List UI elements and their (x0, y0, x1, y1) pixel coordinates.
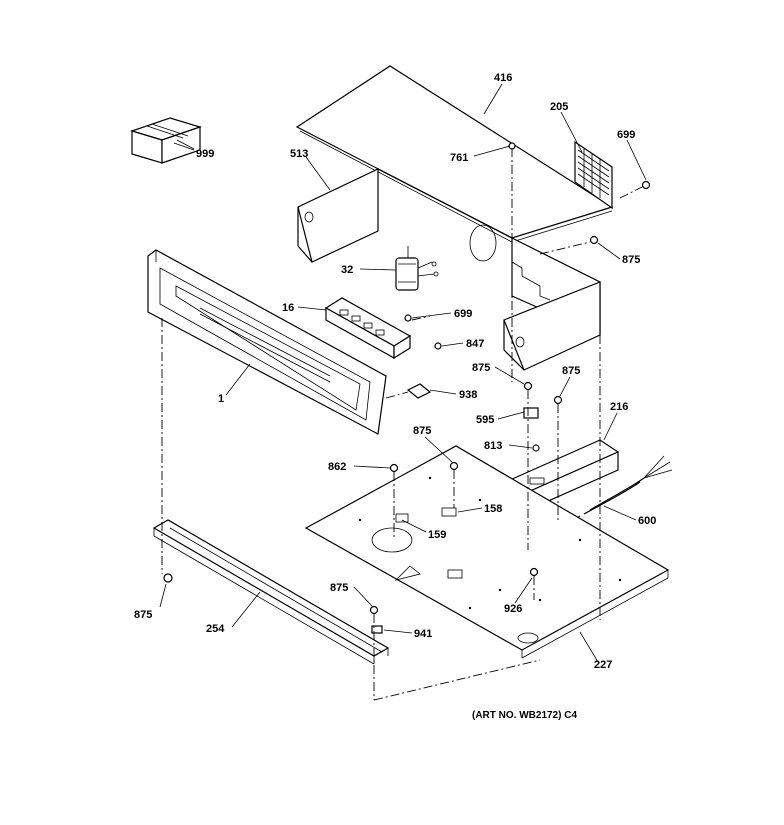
label-938: 938 (459, 389, 477, 401)
label-600: 600 (638, 515, 656, 527)
part-16-control-board (324, 297, 412, 360)
part-1-control-panel (147, 249, 387, 435)
part-labels: 416 205 699 999 513 761 875 32 16 699 84… (134, 72, 656, 721)
label-761: 761 (450, 152, 468, 164)
label-875-left: 875 (134, 609, 152, 621)
label-32: 32 (341, 264, 353, 276)
label-216: 216 (610, 401, 628, 413)
label-205: 205 (550, 101, 568, 113)
label-926: 926 (504, 603, 522, 615)
hardware-screws (163, 142, 651, 634)
label-159: 159 (428, 529, 446, 541)
part-205-vent-grille (574, 140, 613, 210)
part-254-trim-channel (152, 519, 390, 665)
part-513-housing (297, 168, 601, 371)
label-847: 847 (466, 338, 484, 350)
part-32-motor (395, 246, 439, 291)
label-941: 941 (414, 628, 432, 640)
label-595: 595 (476, 414, 494, 426)
label-254: 254 (206, 623, 225, 635)
label-227: 227 (594, 659, 612, 671)
part-938-clip (406, 383, 432, 399)
leader-lines (159, 83, 647, 663)
label-16: 16 (282, 302, 294, 314)
part-227-base-plate (304, 445, 670, 659)
label-875-right: 875 (622, 254, 640, 266)
label-699-top: 699 (617, 129, 635, 141)
label-862: 862 (328, 461, 346, 473)
label-158: 158 (484, 503, 502, 515)
label-875-midright: 875 (562, 365, 580, 377)
label-416: 416 (494, 72, 512, 84)
label-875-low: 875 (330, 582, 348, 594)
label-699-mid: 699 (454, 308, 472, 320)
part-999-box (130, 117, 202, 164)
label-875-mid: 875 (472, 362, 490, 374)
art-number: (ART NO. WB2172) C4 (472, 710, 577, 721)
label-513: 513 (290, 148, 308, 160)
label-999: 999 (196, 148, 214, 160)
label-1: 1 (218, 393, 224, 405)
label-813: 813 (484, 440, 502, 452)
label-875-center: 875 (413, 425, 431, 437)
assembly-lines (161, 148, 645, 701)
